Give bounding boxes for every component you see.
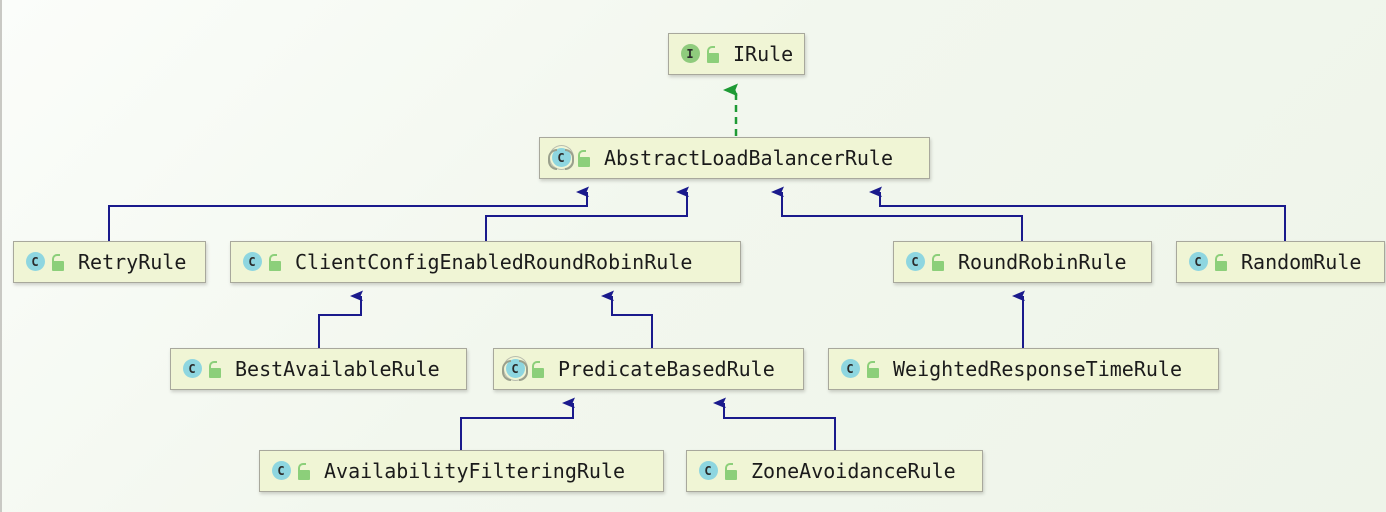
class-name-label: ZoneAvoidanceRule (751, 459, 956, 483)
class-node-predicate[interactable]: C PredicateBasedRule (493, 348, 804, 390)
type-icon-letter: C (557, 151, 565, 165)
class-icon: C (241, 251, 263, 273)
class-name-label: AvailabilityFilteringRule (324, 459, 626, 483)
node-glyphs: C (241, 251, 283, 273)
node-glyphs: C (548, 147, 592, 170)
edge-clientconfig-to-abstractlb (485, 192, 687, 241)
class-icon: C (697, 460, 719, 482)
edge-zoneavoid-to-predicate (724, 403, 836, 450)
unlock-icon (577, 149, 592, 167)
class-icon: C (839, 358, 861, 380)
type-icon-letter: C (846, 362, 854, 376)
class-name-label: AbstractLoadBalancerRule (604, 146, 893, 170)
type-icon-letter: C (248, 255, 256, 269)
edge-random-to-abstractlb (880, 192, 1286, 241)
abstract-class-icon: C (502, 358, 528, 381)
class-icon: C (181, 358, 203, 380)
class-node-irule[interactable]: I IRule (668, 33, 805, 75)
node-glyphs: C (24, 251, 66, 273)
node-glyphs: C (502, 358, 546, 381)
unlock-icon (531, 360, 546, 378)
class-name-label: RetryRule (78, 250, 187, 274)
unlock-icon (706, 45, 721, 63)
unlock-icon (51, 253, 66, 271)
node-glyphs: C (270, 460, 312, 482)
abstract-class-icon: C (548, 147, 574, 170)
node-glyphs: C (839, 358, 881, 380)
class-icon: C (24, 251, 46, 273)
unlock-icon (724, 462, 739, 480)
node-glyphs: C (1187, 251, 1229, 273)
class-node-abstractlb[interactable]: C AbstractLoadBalancerRule (539, 137, 930, 179)
edge-retry-to-abstractlb (108, 192, 587, 241)
class-node-availfilter[interactable]: C AvailabilityFilteringRule (259, 450, 664, 492)
type-icon-letter: C (511, 362, 519, 376)
unlock-icon (268, 253, 283, 271)
node-glyphs: C (181, 358, 223, 380)
node-glyphs: C (904, 251, 946, 273)
type-icon-letter: C (31, 255, 39, 269)
class-icon: C (270, 460, 292, 482)
type-icon-letter: C (188, 362, 196, 376)
node-glyphs: C (697, 460, 739, 482)
unlock-icon (208, 360, 223, 378)
node-glyphs: I (679, 43, 721, 65)
class-node-zoneavoid[interactable]: C ZoneAvoidanceRule (686, 450, 983, 492)
unlock-icon (1214, 253, 1229, 271)
class-name-label: RandomRule (1241, 250, 1362, 274)
edge-predicate-to-clientconfig (612, 296, 653, 348)
type-icon-letter: C (704, 464, 712, 478)
class-node-roundrobin[interactable]: C RoundRobinRule (893, 241, 1152, 283)
class-icon: C (1187, 251, 1209, 273)
type-icon-letter: C (1194, 255, 1202, 269)
class-node-bestavail[interactable]: C BestAvailableRule (170, 348, 467, 390)
unlock-icon (866, 360, 881, 378)
unlock-icon (297, 462, 312, 480)
class-name-label: WeightedResponseTimeRule (893, 357, 1182, 381)
class-icon: C (904, 251, 926, 273)
class-name-label: PredicateBasedRule (558, 357, 775, 381)
type-icon-letter: I (686, 47, 694, 61)
class-node-weighted[interactable]: C WeightedResponseTimeRule (828, 348, 1219, 390)
class-node-random[interactable]: C RandomRule (1176, 241, 1385, 283)
edge-bestavail-to-clientconfig (318, 296, 361, 348)
interface-icon: I (679, 43, 701, 65)
edge-roundrobin-to-abstractlb (782, 192, 1023, 241)
class-name-label: BestAvailableRule (235, 357, 440, 381)
class-node-retry[interactable]: C RetryRule (13, 241, 206, 283)
class-node-clientconfig[interactable]: C ClientConfigEnabledRoundRobinRule (230, 241, 741, 283)
unlock-icon (931, 253, 946, 271)
class-name-label: RoundRobinRule (958, 250, 1127, 274)
type-icon-letter: C (911, 255, 919, 269)
type-icon-letter: C (277, 464, 285, 478)
class-name-label: IRule (733, 42, 794, 66)
class-name-label: ClientConfigEnabledRoundRobinRule (295, 250, 693, 274)
edge-availfilter-to-predicate (460, 403, 573, 450)
